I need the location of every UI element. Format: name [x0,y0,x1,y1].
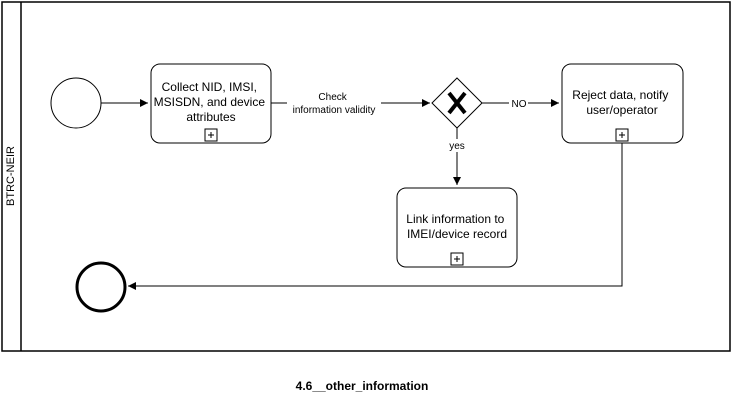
task-collect[interactable]: Collect NID, IMSI, MSISDN, and device at… [150,63,272,144]
edge-label-bg [509,96,528,110]
task-reject-line1: Reject data, notify [572,88,668,102]
task-link-line1: Link information to [406,212,504,226]
task-reject-line2: user/operator [586,103,657,117]
task-link[interactable]: Link information to IMEI/device record [396,187,518,268]
diagram-caption: 4.6__other_information [296,379,429,393]
edge-label-bg [287,90,381,118]
x-icon [447,91,467,115]
edge-label-check: Check information validity [293,92,376,116]
edge-label-bg [446,139,468,152]
task-link-line2: IMEI/device record [407,227,507,241]
edge-label-no: NO [512,99,527,110]
svg-text:Collect NID, IMSI, MSISD: Collect NID, IMSI, MSISDN, and device at… [154,80,269,124]
start-event[interactable] [50,77,102,129]
end-event[interactable] [75,261,127,313]
task-collect-line1: Collect NID, IMSI, [162,80,257,94]
task-collect-line3: attributes [186,110,235,124]
svg-text:Reject data, notify user: Reject data, notify user/operator [572,88,671,117]
pool-label: BTRC-NEIR [5,146,17,206]
edge-label-yes: yes [449,141,465,152]
flow-reject-to-end [128,143,623,290]
subprocess-marker-icon [450,252,464,266]
task-reject[interactable]: Reject data, notify user/operator [561,63,684,144]
svg-text:Link information to IMEI: Link information to IMEI/device record [406,212,507,241]
subprocess-marker-icon [615,128,629,142]
subprocess-marker-icon [204,128,218,142]
task-collect-line2: MSISDN, and device [154,95,266,109]
